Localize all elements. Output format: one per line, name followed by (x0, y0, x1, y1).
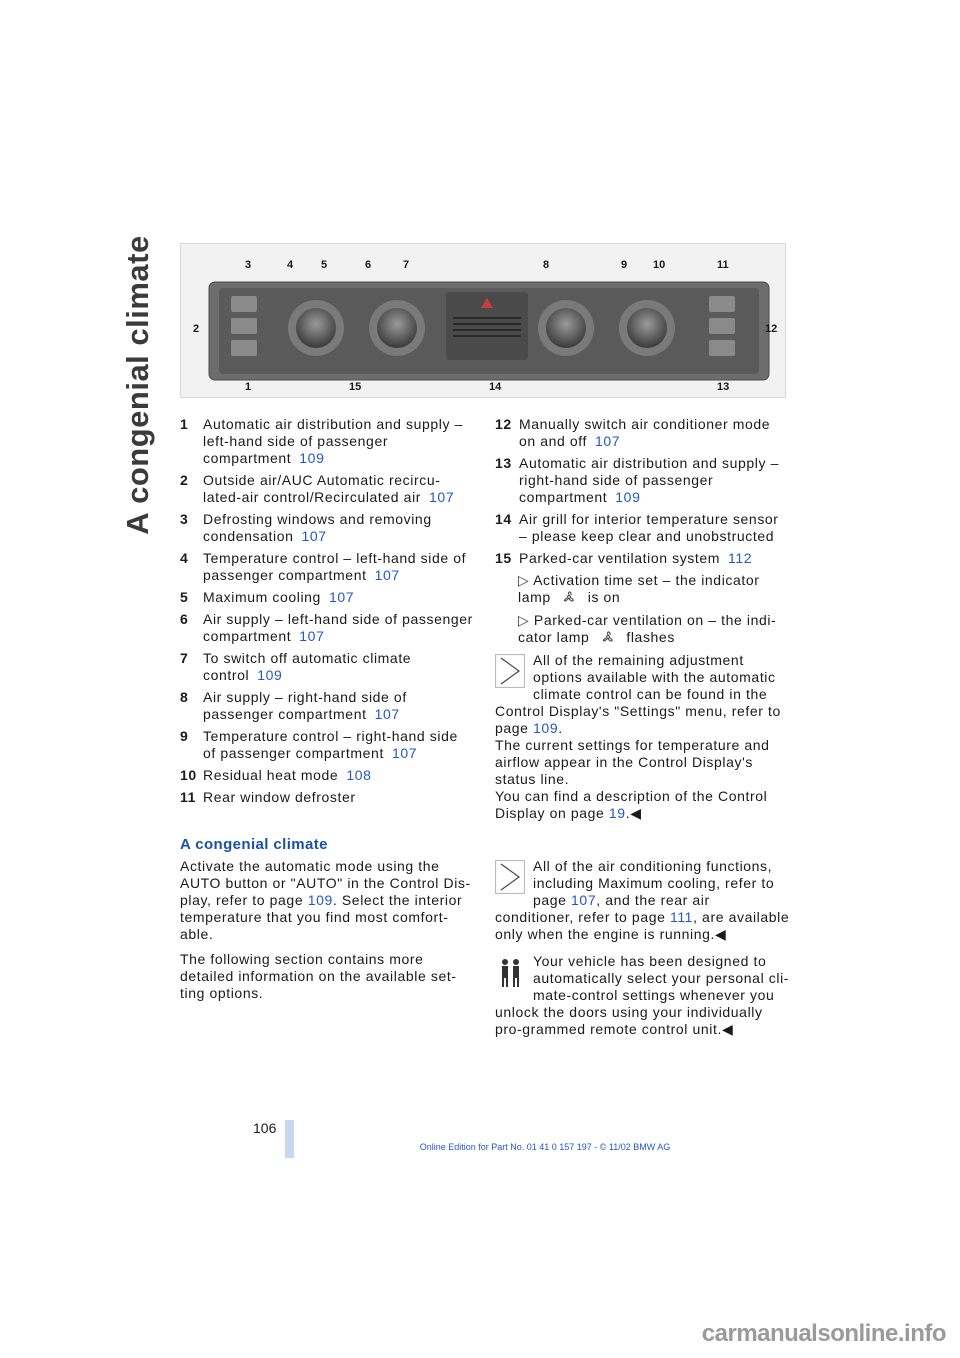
body-text-left: Activate the automatic mode using the AU… (180, 858, 471, 1001)
note-arrow-icon (495, 860, 525, 894)
page-ref-link[interactable]: 109 (299, 450, 325, 466)
callout-2: 2 (193, 323, 199, 335)
callout-15: 15 (349, 381, 361, 393)
bullet-triangle-icon: ▷ (518, 612, 530, 628)
people-icon (502, 959, 519, 987)
callout-12: 12 (765, 323, 777, 335)
page-ref-link[interactable]: 107 (328, 589, 355, 605)
page-ref-link[interactable]: 107 (374, 567, 400, 583)
page-ref-link[interactable]: 107 (391, 745, 418, 761)
page-ref-link[interactable]: 112 (728, 550, 753, 566)
air-left-knob (377, 308, 417, 348)
defrost-button (231, 296, 257, 312)
side-title: A congenial climate (120, 235, 155, 535)
fan-lamp-icon (564, 591, 575, 602)
rear-defrost-button (709, 296, 735, 312)
page-ref-link[interactable]: 107 (299, 628, 325, 644)
ac-button (709, 318, 735, 334)
note-settings: All of the remaining adjustment options … (495, 652, 781, 821)
end-mark: ◀ (630, 805, 642, 821)
center-grill-box (446, 292, 528, 360)
bullet-triangle-icon: ▷ (518, 572, 530, 588)
temp-left-knob (296, 308, 336, 348)
page-ref-link[interactable]: 107 (571, 892, 597, 908)
bullet-item: ▷ Activation time set – the indicator la… (518, 572, 760, 605)
climate-panel-figure: 3 4 5 6 7 8 9 10 11 2 12 1 15 14 13 (180, 243, 786, 398)
callout-8: 8 (543, 259, 549, 271)
temp-right-knob (627, 308, 667, 348)
callout-9: 9 (621, 259, 627, 271)
callout-6: 6 (365, 259, 371, 271)
auto-left-button (231, 340, 257, 356)
notes-right: All of the air conditioning functions, i… (495, 858, 790, 1048)
auto-right-button (709, 340, 735, 356)
callout-13: 13 (717, 381, 729, 393)
callout-1: 1 (245, 381, 251, 393)
page-ref-link[interactable]: 109 (307, 892, 333, 908)
hazard-icon (481, 298, 493, 308)
page-ref-link[interactable]: 108 (346, 767, 372, 783)
end-mark: ◀ (715, 926, 727, 942)
callout-7: 7 (403, 259, 409, 271)
page-ref-link[interactable]: 107 (301, 528, 327, 544)
note-engine: All of the air conditioning functions, i… (495, 858, 790, 942)
callout-14: 14 (489, 381, 502, 393)
air-right-knob (546, 308, 586, 348)
footer-text: Online Edition for Part No. 01 41 0 157 … (419, 1142, 671, 1152)
callout-5: 5 (321, 259, 327, 271)
callout-4: 4 (287, 259, 294, 271)
page-number: 106 (253, 1120, 277, 1136)
end-mark: ◀ (721, 1021, 734, 1037)
page-ref-link[interactable]: 109 (257, 667, 283, 683)
page-ref-link[interactable]: 111 (669, 909, 694, 925)
footer-bar (285, 1120, 294, 1158)
page-ref-link[interactable]: 109 (615, 489, 641, 505)
note-personal-profile: Your vehicle has been designed to automa… (495, 953, 790, 1037)
callout-10: 10 (653, 259, 665, 271)
callout-11: 11 (717, 259, 729, 271)
page-ref-link[interactable]: 109 (533, 720, 559, 736)
section-heading: A congenial climate (180, 836, 328, 853)
callout-3: 3 (245, 259, 251, 271)
page-ref-link[interactable]: 107 (595, 433, 621, 449)
recirc-button (231, 318, 257, 334)
bullet-item: ▷ Parked-car ventilation on – the indi-c… (518, 612, 777, 645)
air-grill-sensor (453, 317, 521, 337)
fan-lamp-icon (602, 631, 613, 642)
page-ref-link[interactable]: 107 (429, 489, 455, 505)
page-ref-link[interactable]: 19 (608, 805, 626, 821)
note-arrow-icon (495, 654, 525, 688)
climate-panel-illustration: 3 4 5 6 7 8 9 10 11 2 12 1 15 14 13 (193, 259, 777, 393)
watermark: carmanualsonline.info (701, 1320, 947, 1347)
page-ref-link[interactable]: 107 (374, 706, 400, 722)
